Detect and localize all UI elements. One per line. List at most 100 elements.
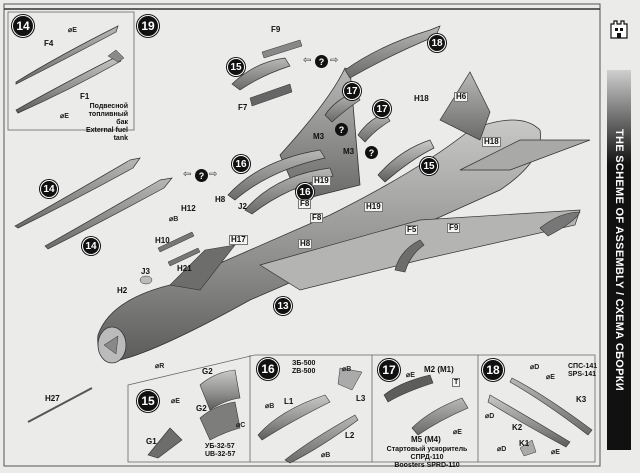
pod-half-g2-lower	[199, 401, 241, 441]
pod-half-k3	[509, 377, 593, 436]
booster-17-lower	[357, 112, 391, 143]
step-17-panel-number: 17	[382, 363, 396, 377]
glue-drop-icon: ⌀	[60, 113, 65, 120]
part-label-j2: J2	[238, 202, 247, 211]
step-16-panel-number: 16	[261, 362, 275, 376]
part-label-h2: H2	[117, 286, 128, 295]
glue-e2-text: E	[457, 429, 462, 436]
part-label-m5: M5 (M4)	[411, 435, 441, 444]
cockpit	[169, 244, 236, 291]
caption-ru: УБ-32-57	[205, 443, 235, 450]
step-badge-14b: 14	[82, 237, 100, 255]
glue-e1-text: E	[410, 372, 415, 379]
part-label-h17: H17	[229, 235, 248, 245]
glue-marker-d3: ⌀D	[497, 445, 506, 453]
caption-en: ZB-500	[292, 368, 316, 376]
fin-l3	[337, 367, 363, 391]
step-badge-15-panel: 15	[137, 390, 159, 412]
glue-drop-icon: ⌀	[406, 372, 411, 379]
glue-marker-e1: ⌀E	[406, 371, 415, 379]
part-label-h27: H27	[45, 394, 60, 403]
glue-drop-icon: ⌀	[530, 364, 535, 371]
sprd110-caption: Стартовый ускоритель СПРД-110 Boosters S…	[375, 446, 479, 470]
step-16a-number: 16	[235, 158, 247, 170]
glue-drop-icon: ⌀	[171, 398, 176, 405]
drop-tank-upper	[14, 157, 141, 229]
part-label-f1: F1	[80, 92, 90, 101]
step-badge-17-panel: 17	[378, 359, 400, 381]
glue-drop-icon: ⌀	[485, 413, 490, 420]
caption-en: SPS-141	[568, 371, 597, 379]
step-badge-14a: 14	[40, 180, 58, 198]
glue-r-text: R	[159, 363, 165, 370]
part-label-h8-b: H8	[298, 239, 313, 249]
question-mark-text: ?	[318, 56, 325, 67]
caption-ru: Стартовый ускоритель СПРД-110	[386, 446, 468, 462]
step-badge-17a: 17	[343, 82, 361, 100]
glue-c-text: C	[240, 422, 246, 429]
glue-e1-text: E	[550, 374, 555, 381]
wing-fence	[394, 239, 425, 273]
glue-e2-text: E	[555, 449, 560, 456]
glue-drop-icon: ⌀	[321, 452, 326, 459]
nose-cone-g1	[147, 427, 183, 459]
part-label-f8-a: F8	[298, 199, 312, 209]
tail-fin-right	[439, 71, 491, 141]
glue-marker-e2: ⌀E	[60, 112, 69, 120]
glue-d1-text: D	[534, 364, 540, 371]
sidebar-title-text: THE SCHEME OF ASSEMBLY / СХЕМА СБОРКИ	[613, 129, 625, 391]
part-label-h21: H21	[177, 264, 192, 273]
panel-14-frame	[7, 11, 135, 131]
bomb-16-upper	[227, 149, 326, 201]
glue-marker-r: ⌀R	[155, 362, 164, 370]
question-mark-text: ?	[198, 170, 205, 181]
step-badge-18: 18	[428, 34, 446, 52]
part-label-k1: K1	[519, 439, 530, 448]
glue-b-text: B	[173, 216, 179, 223]
glue-drop-icon: ⌀	[155, 363, 160, 370]
step-13-number: 13	[277, 300, 289, 312]
step-18-number: 18	[431, 37, 443, 49]
arrow-left-icon: ⇦	[303, 55, 312, 66]
step-badge-15-fuselage: 15	[420, 157, 438, 175]
part-label-h6: H6	[454, 92, 469, 102]
glue-e2-text: E	[64, 113, 69, 120]
step-badge-14: 14	[12, 15, 34, 37]
part-label-h18-b: H18	[482, 137, 501, 147]
sidebar-title: THE SCHEME OF ASSEMBLY / СХЕМА СБОРКИ	[607, 70, 631, 450]
part-label-f9-top: F9	[271, 25, 281, 34]
sps141-caption: СПС-141 SPS-141	[568, 363, 598, 379]
part-label-f8-b: F8	[310, 213, 324, 223]
castle-logo-icon	[610, 20, 628, 39]
glue-e1-text: E	[72, 27, 77, 34]
glue-marker-d1: ⌀D	[530, 363, 539, 371]
glue-b2-text: B	[269, 403, 275, 410]
sps-pod-top	[344, 25, 441, 79]
bomb-half-l1	[257, 394, 331, 441]
caption-en: UB-32-57	[205, 451, 236, 459]
part-label-l2: L2	[345, 431, 355, 440]
step-badge-13: 13	[274, 297, 292, 315]
question-mark-text: ?	[338, 124, 345, 135]
part-k1	[519, 439, 537, 457]
glue-drop-icon: ⌀	[236, 422, 241, 429]
drop-tank-lower	[44, 177, 173, 250]
caption-ru-line1: Подвесной	[89, 103, 128, 110]
tank-f1-fins	[107, 49, 125, 63]
glue-d3-text: D	[501, 446, 507, 453]
part-h10	[157, 231, 195, 253]
fuselage	[97, 119, 541, 361]
glue-marker-b: ⌀B	[169, 215, 178, 223]
glue-marker-b1: ⌀B	[342, 365, 351, 373]
part-label-f5: F5	[405, 225, 419, 235]
glue-e-text: E	[175, 398, 180, 405]
step-badge-17b: 17	[373, 100, 391, 118]
part-label-h19-b: H19	[364, 202, 383, 212]
page-border	[3, 3, 601, 467]
pitot-probe-h27	[27, 387, 93, 423]
glue-d2-text: D	[489, 413, 495, 420]
caption-ru: СПС-141	[568, 363, 598, 370]
step-badge-16-panel: 16	[257, 358, 279, 380]
nose-cone	[103, 335, 119, 355]
